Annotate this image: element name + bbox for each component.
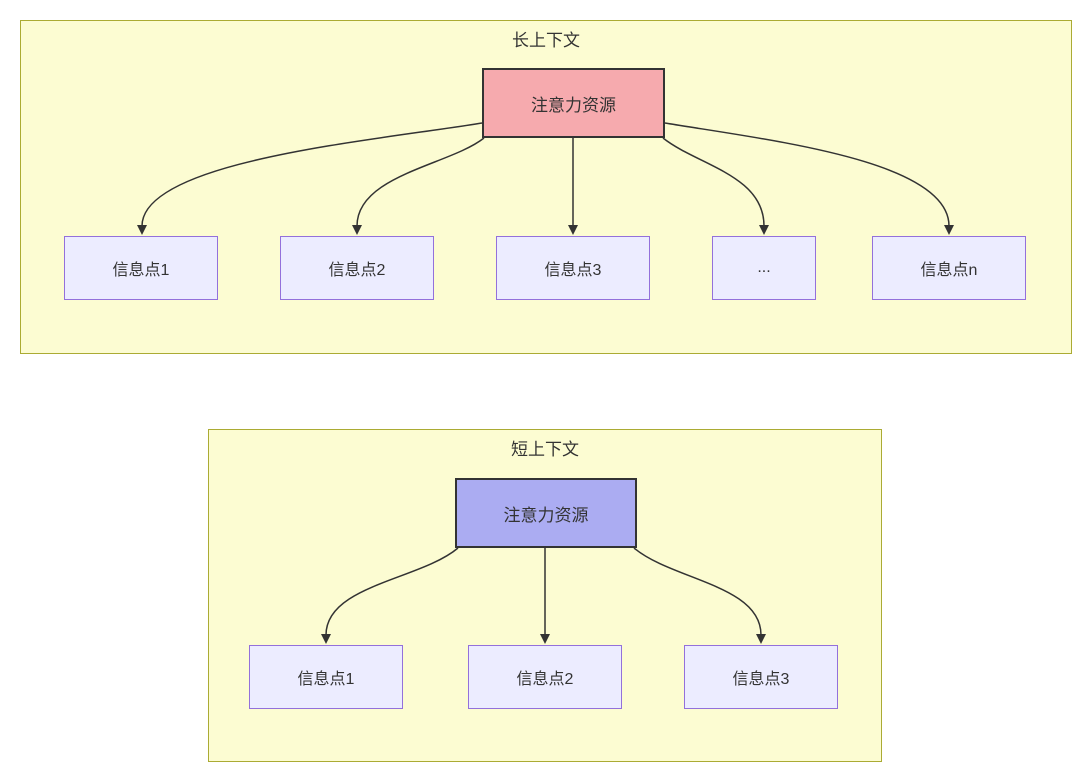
attention-node-short: 注意力资源	[455, 478, 637, 548]
info-node-short-1-label: 信息点1	[297, 671, 355, 688]
info-node-short-3: 信息点3	[684, 645, 838, 709]
info-node-short-3-label: 信息点3	[732, 671, 790, 688]
info-node-long-n: 信息点n	[872, 236, 1026, 300]
info-node-long-2-label: 信息点2	[328, 262, 386, 279]
info-node-long-2: 信息点2	[280, 236, 434, 300]
attention-node-long: 注意力资源	[482, 68, 665, 138]
info-node-long-ellipsis-label: ...	[757, 259, 771, 276]
info-node-short-2: 信息点2	[468, 645, 622, 709]
info-node-long-3: 信息点3	[496, 236, 650, 300]
panel-short-context-title: 短上下文	[511, 440, 579, 459]
info-node-long-1-label: 信息点1	[112, 262, 170, 279]
info-node-long-n-label: 信息点n	[920, 262, 978, 279]
info-node-short-2-label: 信息点2	[516, 671, 574, 688]
info-node-long-ellipsis: ...	[712, 236, 816, 300]
attention-node-long-label: 注意力资源	[531, 95, 616, 115]
info-node-long-1: 信息点1	[64, 236, 218, 300]
panel-long-context-title: 长上下文	[512, 31, 580, 50]
attention-node-short-label: 注意力资源	[503, 505, 589, 525]
info-node-long-3-label: 信息点3	[544, 262, 602, 279]
info-node-short-1: 信息点1	[249, 645, 403, 709]
